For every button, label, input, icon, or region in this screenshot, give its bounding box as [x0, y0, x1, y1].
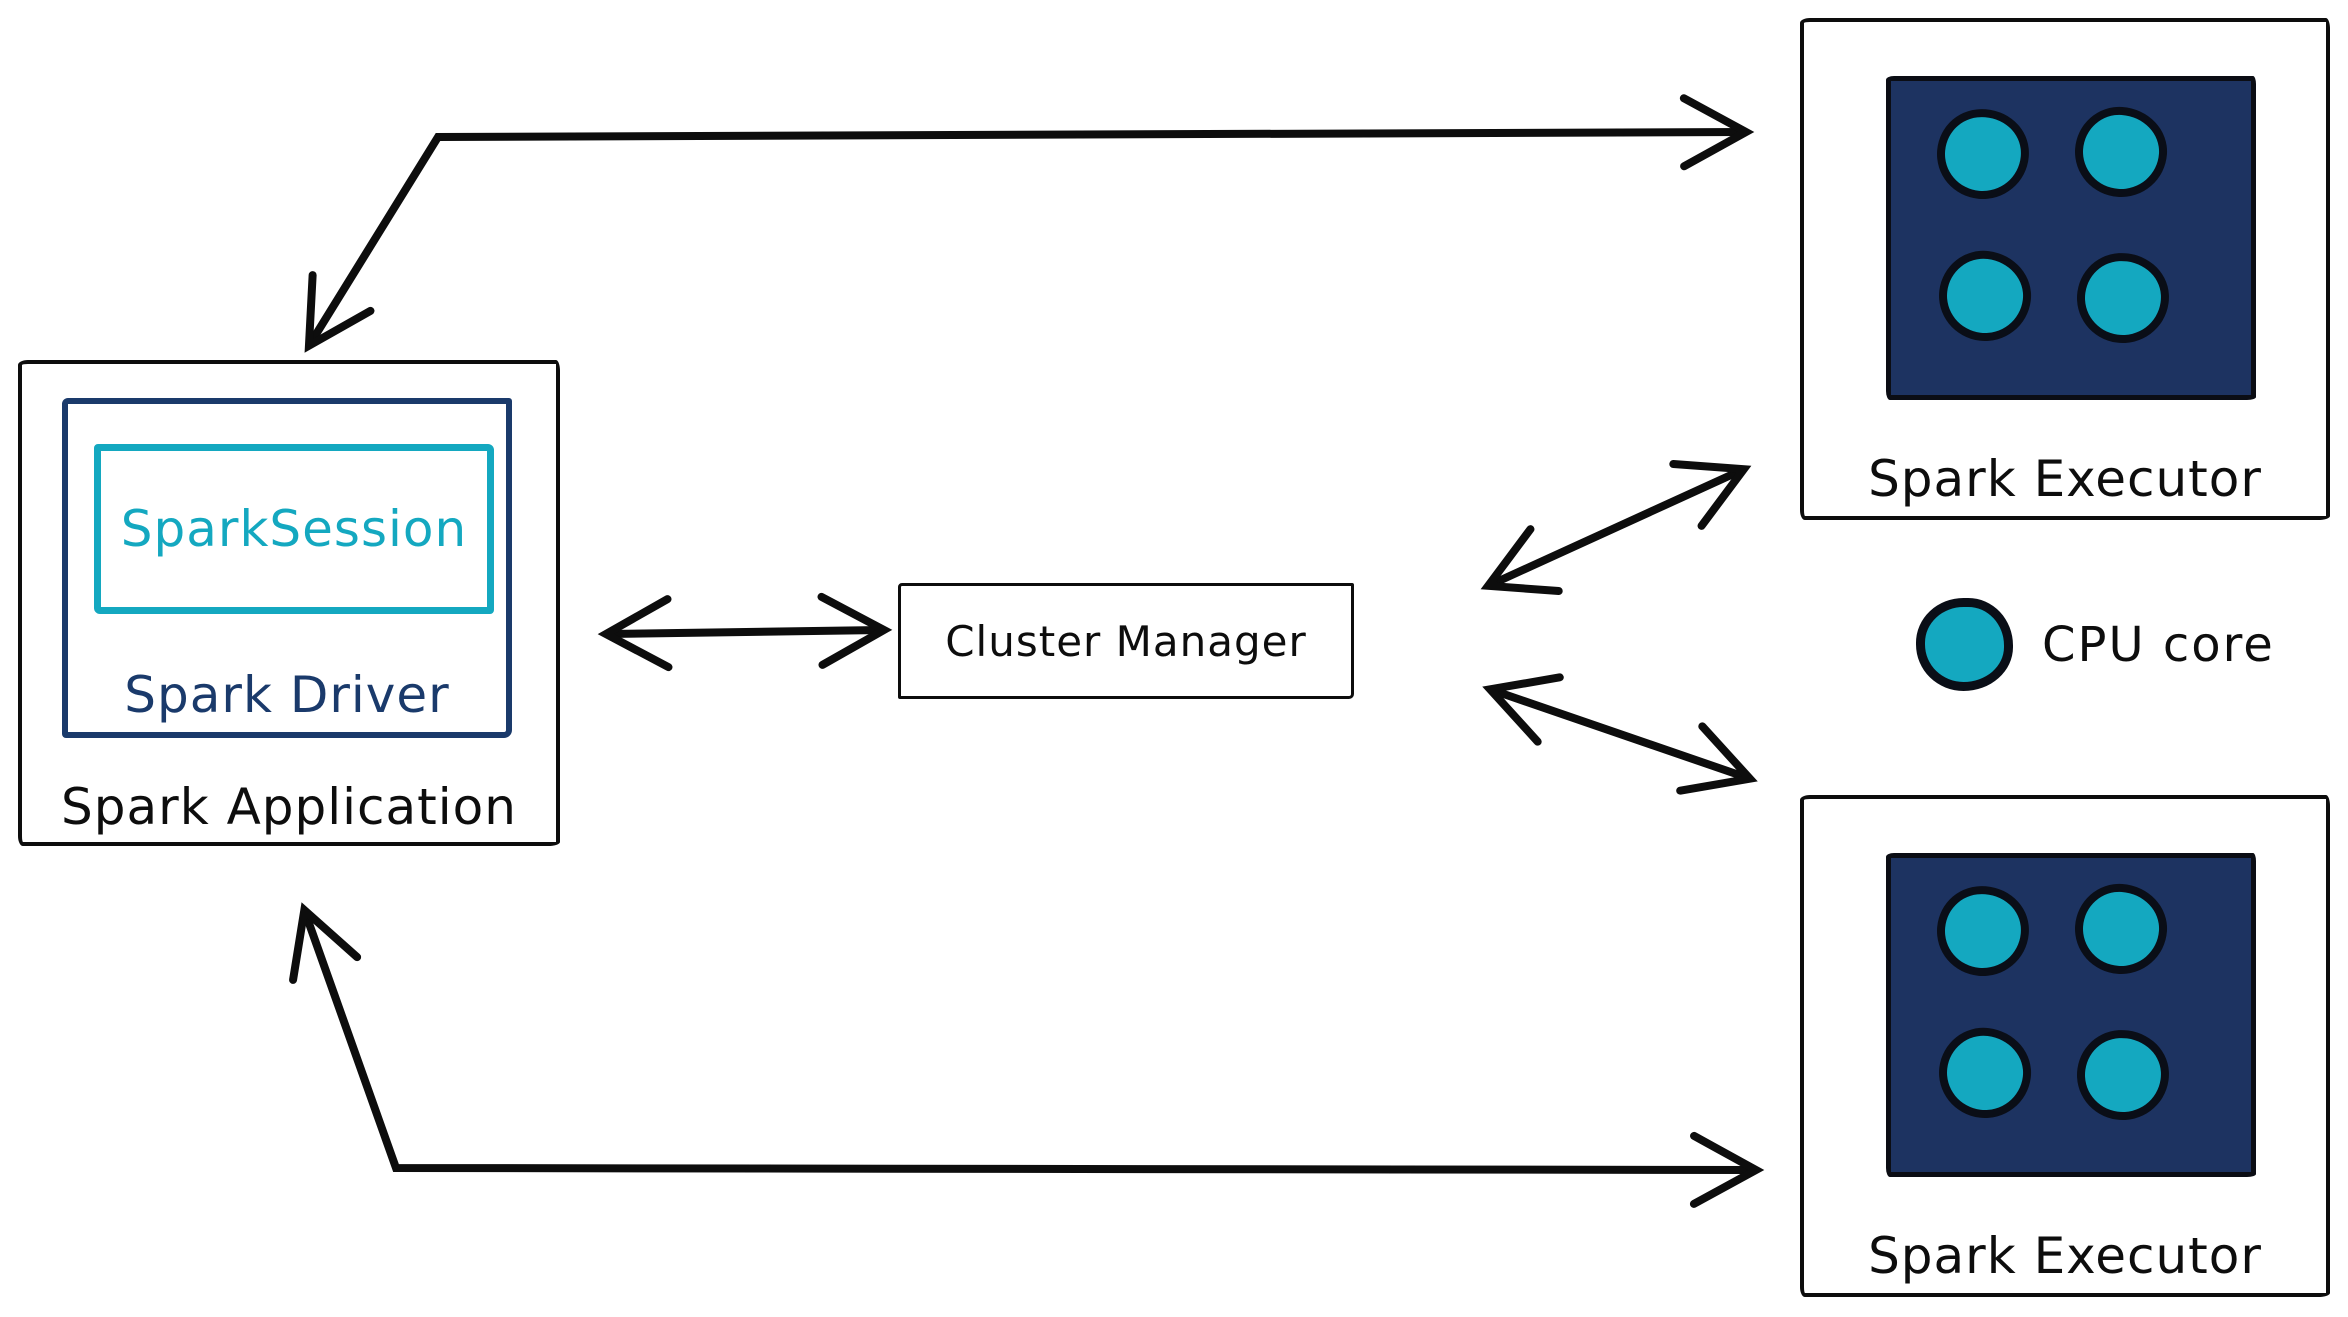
spark-driver-label: Spark Driver — [124, 666, 450, 724]
cpu-core-icon — [1933, 245, 2037, 347]
arrow-application-executor-bottom — [289, 902, 1765, 1208]
arrow-cluster-manager-executor-bottom — [1482, 673, 1758, 795]
spark-application-box: SparkSession Spark Driver Spark Applicat… — [18, 360, 560, 846]
spark-executor-bottom-box: Spark Executor — [1800, 795, 2330, 1297]
cpu-core-icon — [1933, 1022, 2037, 1124]
spark-driver-box: SparkSession Spark Driver — [62, 398, 512, 738]
cpu-core-icon — [2071, 103, 2171, 201]
cpu-core-icon — [2074, 1027, 2172, 1123]
cpu-core-icon — [1932, 881, 2034, 981]
cpu-core-icon — [1932, 104, 2034, 204]
spark-executor-top-box: Spark Executor — [1800, 18, 2330, 520]
spark-session-box: SparkSession — [94, 444, 494, 614]
arrow-cluster-manager-executor-top — [1480, 459, 1752, 596]
spark-session-label: SparkSession — [120, 500, 468, 558]
cpu-core-legend-label: CPU core — [2042, 616, 2275, 673]
cluster-manager-box: Cluster Manager — [898, 583, 1354, 699]
cpu-core-legend-icon — [1916, 598, 2013, 691]
cluster-manager-label: Cluster Manager — [945, 616, 1307, 666]
arrow-executor-top-application — [304, 94, 1755, 353]
arrow-application-cluster-manager — [597, 592, 893, 672]
spark-executor-top-label: Spark Executor — [1868, 450, 2262, 508]
executor-cores-panel — [1886, 853, 2256, 1177]
executor-cores-panel — [1886, 76, 2256, 400]
cpu-core-icon — [2074, 250, 2172, 346]
spark-executor-bottom-label: Spark Executor — [1868, 1227, 2262, 1285]
spark-application-label: Spark Application — [61, 778, 517, 836]
cpu-core-icon — [2071, 880, 2171, 978]
